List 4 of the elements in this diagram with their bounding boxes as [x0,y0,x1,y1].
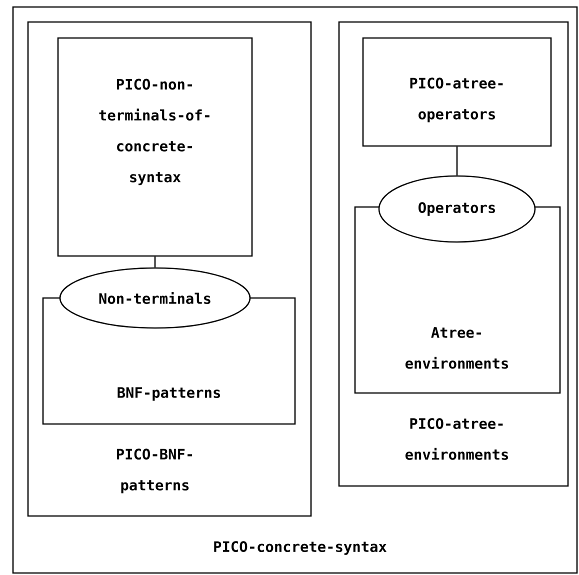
connector-line [154,256,156,268]
module-box: PICO-non- terminals-of- concrete- syntax [57,37,253,257]
module-box: PICO-atree- operators [362,37,552,147]
connector-line [456,146,458,176]
